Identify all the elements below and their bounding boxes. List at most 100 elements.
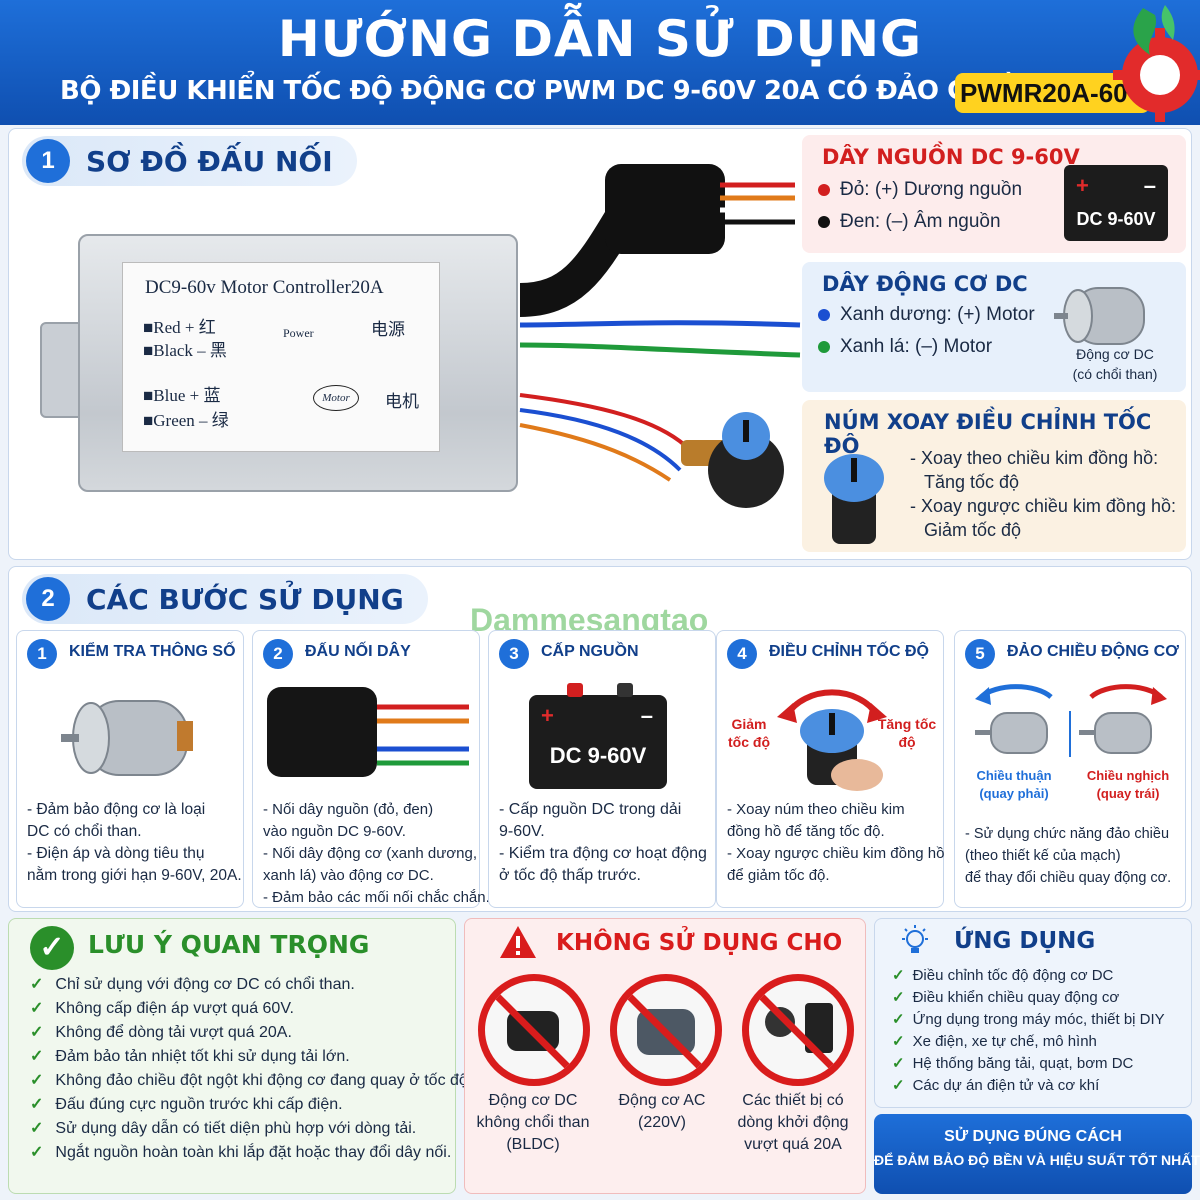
step-card-2: 2 ĐẤU NỐI DÂY - Nối dây nguồn (đỏ, đen) … [252,630,490,908]
note-item: ✓ Sử dụng dây dẫn có tiết diện phù hợp vớ… [30,1118,416,1138]
step-3-line: - Cấp nguồn DC trong dải [499,801,682,818]
controller-label: DC9-60v Motor Controller20A ■Red + 红 ■Bl… [122,262,440,452]
label-power: Power [283,326,314,340]
ban-label-bldc: Động cơ DC không chổi than (BLDC) [458,1090,608,1156]
motor-blue-line: Xanh dương: (+) Motor [818,304,1035,326]
power-red-line: Đỏ: (+) Dương nguồn [818,179,1022,201]
speed-knob-box: NÚM XOAY ĐIỀU CHỈNH TỐC ĐỘ - Xoay theo c… [802,400,1186,552]
step-1-title: KIỂM TRA THÔNG SỐ [69,643,236,660]
knob-rotate-icon [777,689,887,791]
step-1-line: - Đảm bảo động cơ là loại [27,801,206,818]
step-3-text: - Cấp nguồn DC trong dải 9-60V. - Kiểm t… [499,799,714,887]
battery-terminal-plus [567,683,583,697]
step-5-text: - Sử dụng chức năng đảo chiều (theo thiế… [965,823,1180,889]
power-black-text: Đen: (–) Âm nguồn [840,211,1001,232]
ban-label-line: Động cơ DC [488,1092,578,1109]
motor-caption-1: Động cơ DC [1076,346,1154,362]
step-3-line: - Kiểm tra động cơ hoạt động [499,845,707,862]
knob-line-3: - Xoay ngược chiều kim đồng hồ: [910,496,1176,516]
power-wire-title: DÂY NGUỒN DC 9-60V [822,145,1080,169]
power-black-line: Đen: (–) Âm nguồn [818,211,1001,233]
motor-caption-2: (có chổi than) [1072,366,1158,382]
step-5-line: (theo thiết kế của mạch) [965,848,1121,864]
step-4-text: - Xoay núm theo chiều kim đồng hồ để tăn… [727,799,945,887]
section-1-header: 1 SƠ ĐỒ ĐẤU NỐI [22,136,357,186]
note-item: ✓Không đảo chiều đột ngột khi động cơ đa… [30,1070,503,1090]
step-1-number: 1 [27,639,57,669]
wire-connector-icon [267,687,469,777]
battery-plus: + [1076,173,1089,198]
step-1-line: DC có chổi than. [27,823,142,840]
note-text: Đảm bảo tản nhiệt tốt khi sử dụng tải lớ… [55,1048,350,1065]
motor-wire-box: DÂY ĐỘNG CƠ DC Xanh dương: (+) Motor Xan… [802,262,1186,392]
application-item: ✓Điều chỉnh tốc độ động cơ DC [892,966,1113,984]
section-1-number: 1 [26,139,70,183]
section-2-title: CÁC BƯỚC SỬ DỤNG [86,582,404,616]
label-black: ■Black – 黑 [143,341,227,360]
check-icon: ✓ [892,989,905,1006]
check-icon: ✓ [892,1011,905,1028]
step-2-title: ĐẤU NỐI DÂY [305,643,411,660]
battery-terminal-minus [617,683,633,697]
note-item: ✓ Ngắt nguồn hoàn toàn khi lắp đặt hoặc t… [30,1142,451,1162]
check-icon: ✓ [30,1000,44,1017]
section-1-title: SƠ ĐỒ ĐẤU NỐI [86,144,333,178]
section-2-header: 2 CÁC BƯỚC SỬ DỤNG [22,574,428,624]
step-3-line: 9-60V. [499,823,545,840]
check-icon: ✓ [892,967,905,984]
motor-wire-title: DÂY ĐỘNG CƠ DC [822,272,1028,296]
application-item: ✓Ứng dụng trong máy móc, thiết bị DIY [892,1010,1165,1028]
step-3-number: 3 [499,639,529,669]
check-icon: ✓ [892,1055,905,1072]
step-5-title: ĐẢO CHIỀU ĐỘNG CƠ [1007,643,1179,660]
application-item: ✓ Hệ thống băng tải, quạt, bơm DC [892,1054,1133,1072]
step-5-line: để thay đổi chiều quay động cơ. [965,870,1172,886]
application-text: Xe điện, xe tự chế, mô hình [912,1033,1097,1050]
step-1-line: nằm trong giới hạn 9-60V, 20A. [27,867,242,884]
step-3-line: ở tốc độ thấp trước. [499,867,641,884]
note-item: ✓Chỉ sử dụng với động cơ DC có chổi than… [30,974,355,994]
wire-harness [519,164,801,482]
red-dot-icon [818,183,830,196]
check-icon: ✓ [30,1120,44,1137]
step-card-4: 4 ĐIỀU CHỈNH TỐC ĐỘ Giảm tốc độ Tăng tốc… [716,630,945,908]
dc-motor-icon [1054,287,1145,345]
application-text: Điều khiển chiều quay động cơ [912,989,1120,1006]
step-4-right-label: Tăng tốc độ [877,716,937,750]
note-text: Chỉ sử dụng với động cơ DC có chổi than. [55,976,355,993]
motor-direction-icon [975,684,1167,757]
note-text: Không đảo chiều đột ngột khi động cơ đan… [55,1072,503,1089]
battery-voltage: DC 9-60V [1076,209,1156,229]
header-banner: HƯỚNG DẪN SỬ DỤNG BỘ ĐIỀU KHIỂN TỐC ĐỘ Đ… [0,0,1200,125]
note-text: Không để dòng tải vượt quá 20A. [55,1024,292,1041]
proper-use-banner: SỬ DỤNG ĐÚNG CÁCH ĐỂ ĐẢM BẢO ĐỘ BỀN VÀ H… [874,1114,1200,1194]
check-icon: ✓ [30,1024,44,1041]
knob-line-4: Giảm tốc độ [924,520,1022,540]
check-icon: ✓ [30,1144,44,1161]
ban-label-line: vượt quá 20A [744,1136,842,1153]
power-wire-box: DÂY NGUỒN DC 9-60V Đỏ: (+) Dương nguồn Đ… [802,135,1186,253]
step-4-left-label: Giảm tốc độ [728,716,770,750]
label-motor-symbol: Motor [313,385,359,411]
battery-icon: + – DC 9-60V [1064,165,1168,241]
proper-use-line-1: SỬ DỤNG ĐÚNG CÁCH [944,1128,1122,1145]
knob-line-2: Tăng tốc độ [924,472,1020,492]
brand-logo-icon [1113,5,1200,122]
green-dot-icon [818,340,830,353]
check-icon: ✓ [30,1048,44,1065]
step-2-line: vào nguồn DC 9-60V. [263,823,406,840]
step-2-line: - Đảm bảo các mối nối chắc chắn. [263,889,490,906]
power-red-text: Đỏ: (+) Dương nguồn [840,179,1023,200]
step-5-cw-label: Chiều thuận (quay phải) [976,768,1052,801]
knob-line-1: - Xoay theo chiều kim đồng hồ: [910,448,1159,468]
step-card-1: 1 KIỂM TRA THÔNG SỐ - Đảm bảo động cơ là… [16,630,244,908]
note-text: Đấu đúng cực nguồn trước khi cấp điện. [55,1096,343,1113]
application-text: Hệ thống băng tải, quạt, bơm DC [912,1055,1134,1072]
step-4-number: 4 [727,639,757,669]
note-text: Ngắt nguồn hoàn toàn khi lắp đặt hoặc th… [55,1144,452,1161]
motor-green-line: Xanh lá: (–) Motor [818,336,992,358]
application-item: ✓Các dự án điện tử và cơ khí [892,1076,1099,1094]
dc-motor-icon [61,700,193,776]
page-subtitle: BỘ ĐIỀU KHIỂN TỐC ĐỘ ĐỘNG CƠ PWM DC 9-60… [60,76,1034,106]
note-text: Sử dụng dây dẫn có tiết diện phù hợp với… [55,1120,417,1137]
